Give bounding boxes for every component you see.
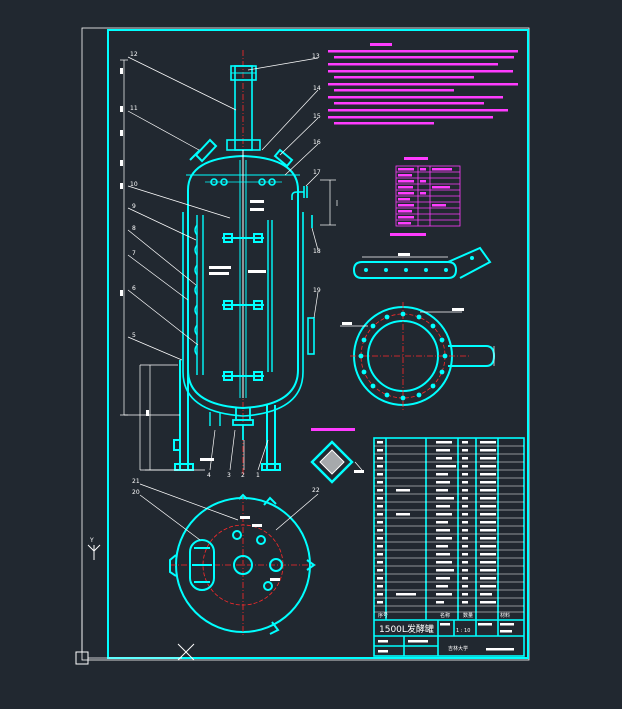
ucs-icon — [75, 544, 195, 665]
svg-text:4: 4 — [207, 472, 211, 479]
vessel-front-view — [173, 50, 315, 475]
dimension-lines-left — [120, 59, 338, 471]
part-number-labels: 12 13 11 14 10 15 9 16 8 17 7 6 5 18 19 … — [130, 51, 321, 496]
svg-text:22: 22 — [312, 487, 320, 494]
impeller-lower — [222, 371, 264, 381]
svg-text:8: 8 — [132, 225, 136, 232]
bottom-outlet — [209, 408, 254, 440]
svg-text:6: 6 — [132, 285, 136, 292]
inner-frame — [107, 29, 529, 659]
baffle-right — [267, 220, 273, 372]
agitator-drive — [234, 65, 253, 151]
support-leg-right — [261, 405, 281, 471]
parts-header-name: 名称 — [440, 612, 450, 619]
vessel-top-view — [139, 483, 319, 636]
vessel-jacket — [182, 212, 304, 417]
detail-view-weld — [310, 428, 364, 484]
parts-header-qty: 数量 — [463, 612, 473, 619]
svg-text:20: 20 — [132, 489, 140, 496]
svg-text:21: 21 — [132, 478, 140, 485]
parts-list-rows — [374, 445, 524, 613]
school-name: 吉林大学 — [448, 645, 468, 652]
svg-text:3: 3 — [227, 472, 231, 479]
svg-text:7: 7 — [132, 250, 136, 257]
svg-text:2: 2 — [241, 472, 245, 479]
top-view-center-port — [233, 555, 253, 575]
svg-text:14: 14 — [313, 85, 321, 92]
title-block-cells — [378, 623, 514, 653]
top-coil — [205, 178, 282, 186]
svg-text:10: 10 — [130, 181, 138, 188]
dimension-ticks-left — [120, 68, 149, 416]
svg-text:13: 13 — [312, 53, 320, 60]
ucs-y-label: Y — [89, 537, 94, 544]
drawing-scale: 1 : 10 — [456, 628, 470, 634]
vessel-shell — [187, 190, 299, 410]
cooling-coil-left — [194, 215, 204, 375]
svg-text:12: 12 — [130, 51, 138, 58]
svg-text:15: 15 — [313, 113, 321, 120]
ring-flange-detail — [340, 233, 496, 410]
impeller-middle — [222, 300, 264, 310]
svg-text:18: 18 — [313, 248, 321, 255]
nozzle-right — [273, 148, 294, 168]
parts-list-table — [373, 437, 525, 657]
parts-header-no: 序号 — [378, 612, 388, 619]
drawing-title: 1500L发酵罐 — [379, 623, 434, 635]
nozzle-left — [189, 138, 218, 163]
top-view-manhole — [189, 539, 215, 591]
svg-text:9: 9 — [132, 203, 136, 210]
technical-requirements — [328, 43, 518, 125]
parts-list-cell-text — [377, 441, 496, 604]
svg-text:1: 1 — [256, 472, 260, 479]
design-parameter-table — [395, 157, 461, 227]
strip-detail — [352, 246, 492, 279]
side-pipe — [291, 186, 315, 355]
svg-text:11: 11 — [130, 105, 138, 112]
impeller-upper — [222, 233, 264, 243]
svg-text:17: 17 — [313, 169, 321, 176]
parts-header-material: 材料 — [500, 612, 510, 619]
svg-text:16: 16 — [313, 139, 321, 146]
leader-lines — [127, 56, 319, 471]
svg-text:5: 5 — [132, 332, 136, 339]
svg-text:19: 19 — [313, 287, 321, 294]
front-view-notes — [200, 200, 266, 461]
